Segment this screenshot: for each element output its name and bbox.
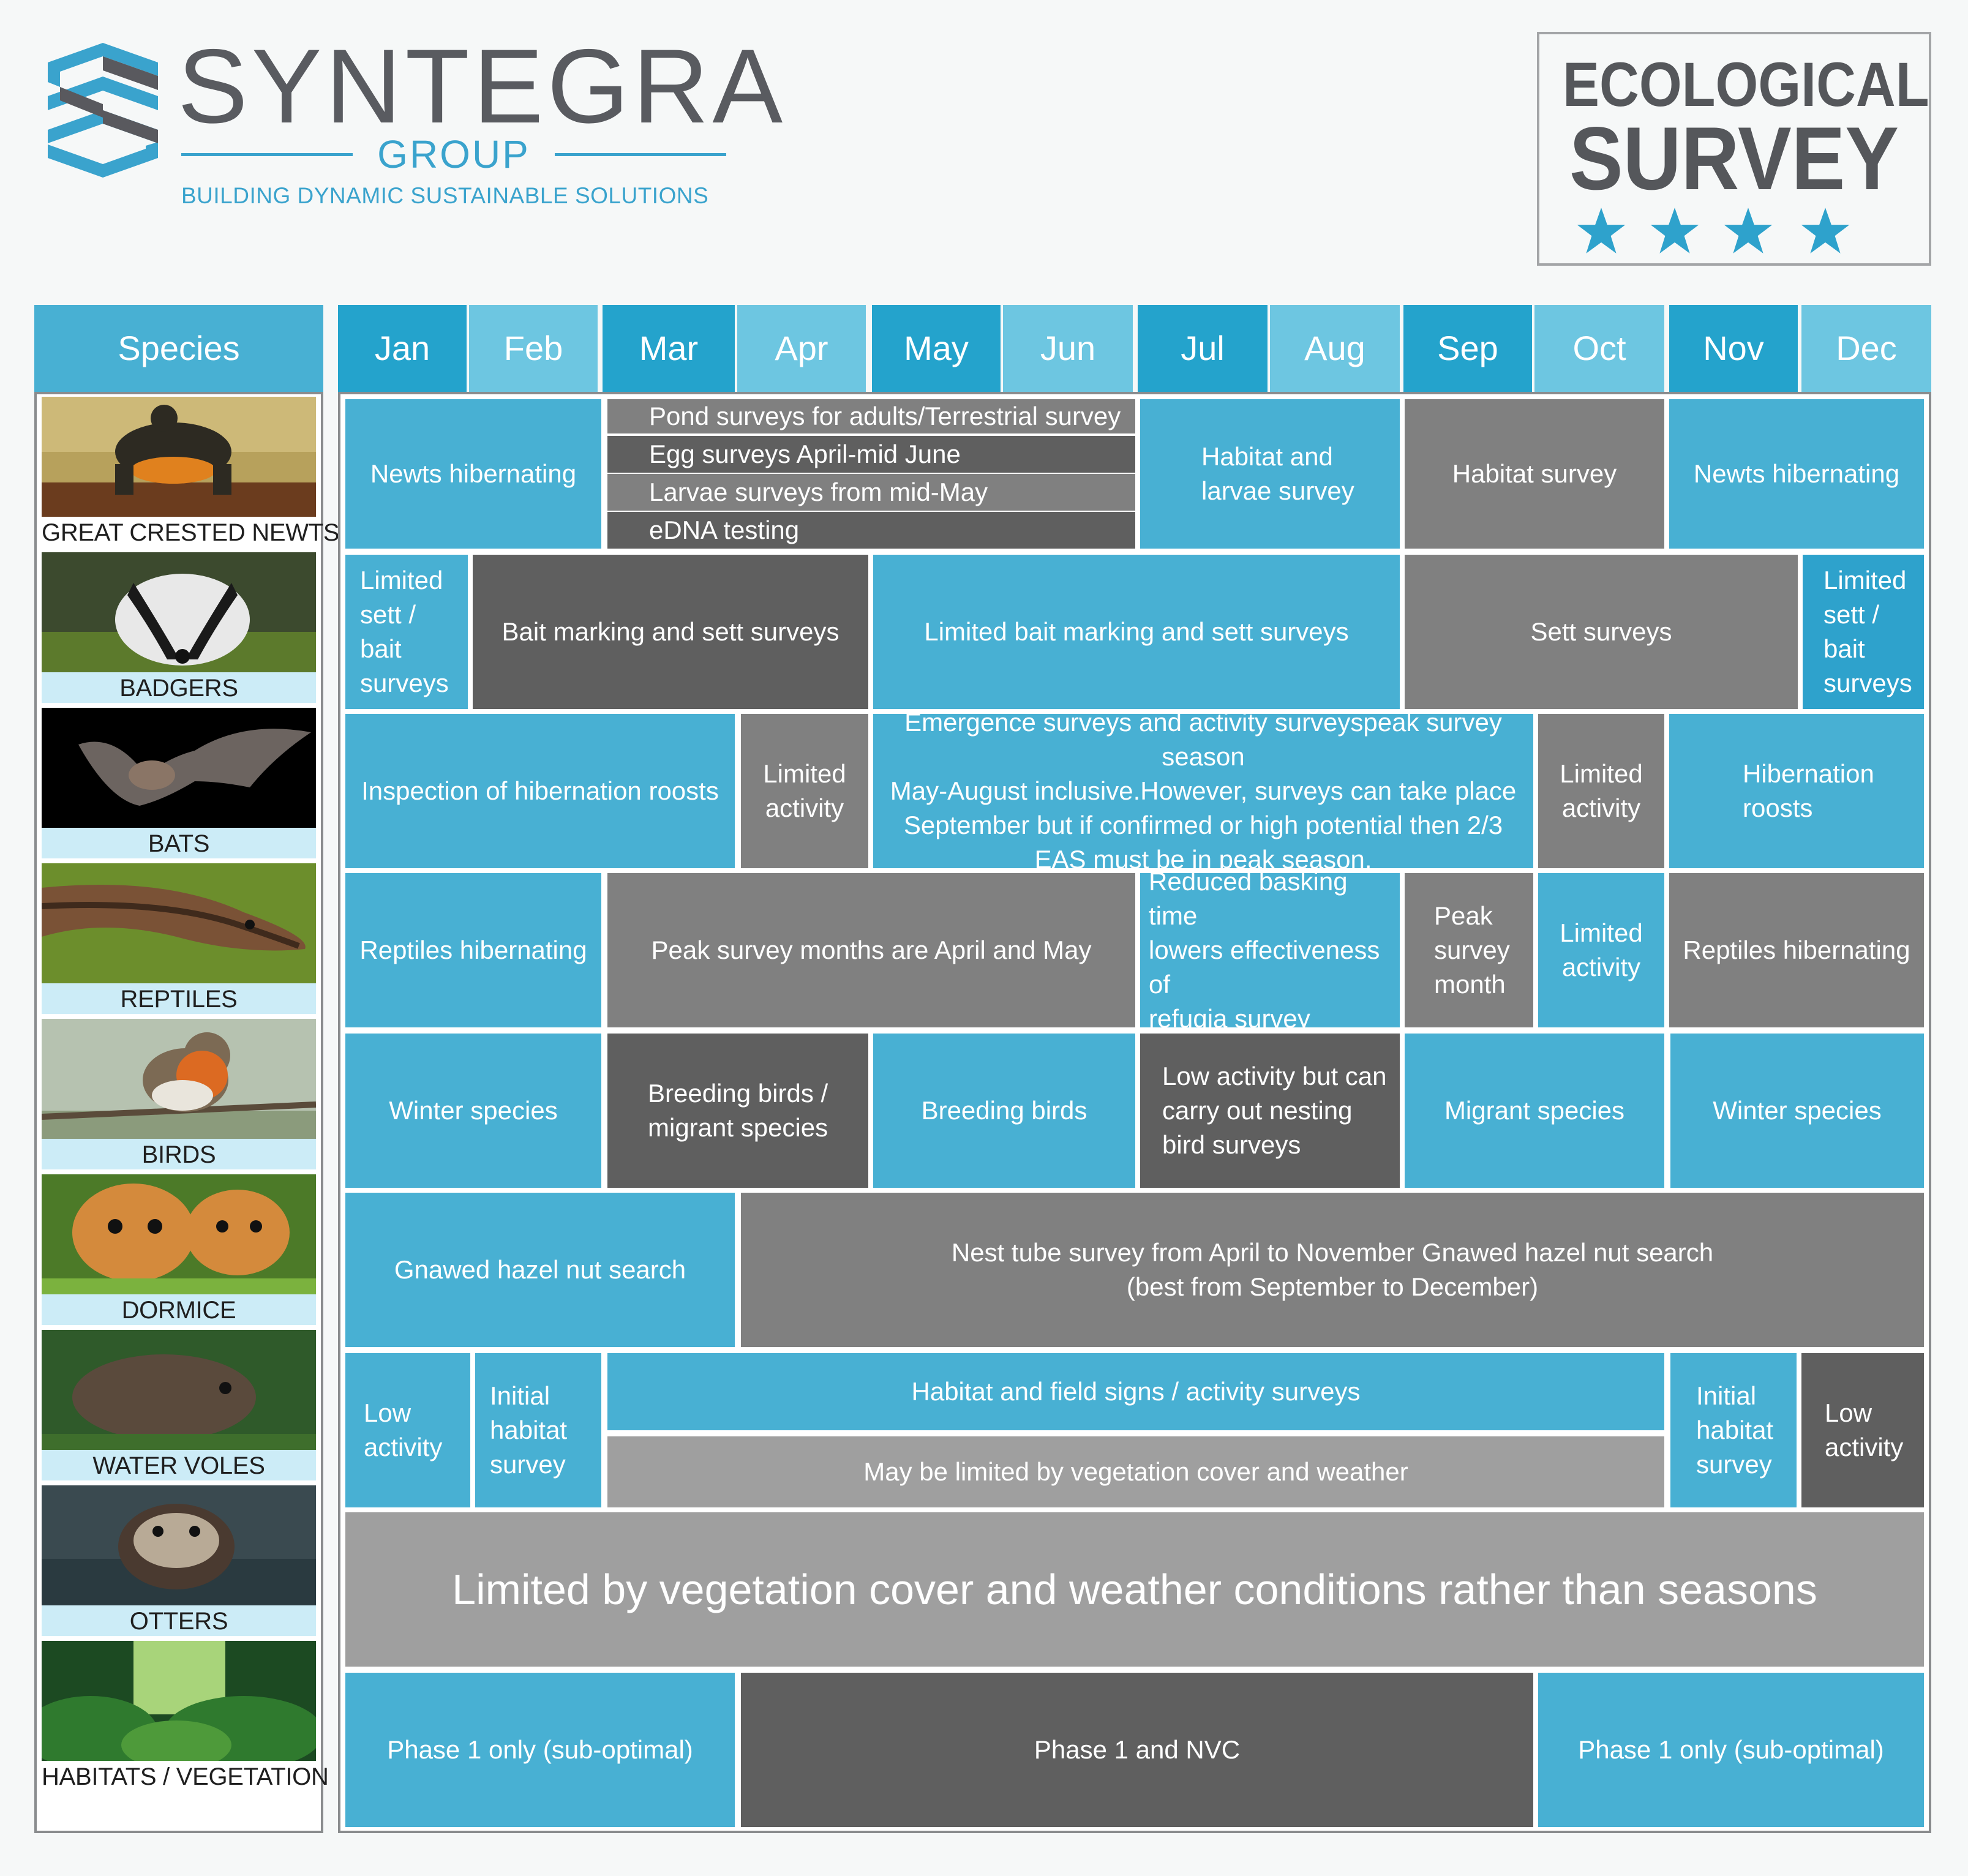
reptiles-reduced-basking: Reduced basking time lowers effectivenes…	[1140, 867, 1400, 1033]
brand-name: SYNTEGRA	[178, 28, 787, 145]
newts-pond-survey-strip: Pond surveys for adults/Terrestrial surv…	[607, 399, 1135, 433]
water-voles-field-signs: Habitat and field signs / activity surve…	[607, 1353, 1664, 1430]
month-label: Jun	[1040, 329, 1096, 367]
species-column-header: Species	[34, 305, 323, 392]
dormouse-photo-icon	[42, 1174, 316, 1294]
species-label: BIRDS	[42, 1139, 316, 1169]
robin-photo-icon	[42, 1019, 316, 1139]
reptiles-limited-activity: Limited activity	[1538, 873, 1664, 1027]
badgers-limited-late: Limited sett / bait surveys	[1803, 555, 1924, 709]
month-label: Jan	[374, 329, 430, 367]
month-apr: Apr	[737, 305, 866, 403]
month-label: Aug	[1304, 329, 1365, 367]
month-label: Feb	[503, 329, 563, 367]
bats-emergence-surveys: Emergence surveys and activity surveyspe…	[873, 708, 1533, 874]
species-label: BATS	[42, 828, 316, 858]
month-sep: Sep	[1403, 305, 1532, 403]
newts-egg-survey-strip: Egg surveys April-mid June	[607, 436, 1135, 473]
birds-low-activity: Low activity but can carry out nesting b…	[1140, 1034, 1400, 1188]
water-voles-initial-habitat-early: Initial habitat survey	[475, 1353, 601, 1507]
bats-inspection-roosts: Inspection of hibernation roosts	[345, 714, 735, 868]
bats-limited-activity-early: Limited activity	[741, 714, 868, 868]
newts-hibernating-early: Newts hibernating	[345, 399, 601, 549]
newts-habitat-larvae: Habitat and larvae survey	[1140, 399, 1400, 549]
dormice-gnawed-nut-search: Gnawed hazel nut search	[345, 1193, 735, 1347]
bat-photo-icon	[42, 708, 316, 828]
brand-tagline: BUILDING DYNAMIC SUSTAINABLE SOLUTIONS	[181, 183, 709, 208]
otter-photo-icon	[42, 1485, 316, 1605]
badgers-bait-marking: Bait marking and sett surveys	[473, 555, 868, 709]
brand-group-row: GROUP	[181, 130, 726, 179]
month-label: Dec	[1836, 329, 1897, 367]
newts-hibernating-late: Newts hibernating	[1669, 399, 1924, 549]
month-dec: Dec	[1801, 305, 1931, 403]
bats-hibernation-roosts: Hibernation roosts	[1669, 714, 1924, 868]
reptile-photo-icon	[42, 863, 316, 983]
species-label: OTTERS	[42, 1605, 316, 1636]
water-voles-low-activity-early: Low activity	[345, 1353, 470, 1507]
newts-larvae-survey-strip: Larvae surveys from mid-May	[607, 474, 1135, 511]
star-icon	[1577, 208, 1626, 253]
newt-photo-icon	[42, 397, 316, 517]
newts-habitat-survey: Habitat survey	[1405, 399, 1664, 549]
ecological-survey-badge: ECOLOGICAL SURVEY	[1537, 32, 1931, 266]
month-aug: Aug	[1270, 305, 1400, 403]
month-may: May	[872, 305, 1001, 403]
forest-photo-icon	[42, 1641, 316, 1761]
month-feb: Feb	[469, 305, 598, 403]
badge-title-line1: ECOLOGICAL	[1563, 50, 1929, 119]
water-vole-photo-icon	[42, 1330, 316, 1450]
birds-breeding-migrant: Breeding birds / migrant species	[607, 1034, 868, 1188]
month-label: Jul	[1181, 329, 1225, 367]
month-label: Mar	[639, 329, 699, 367]
month-nov: Nov	[1669, 305, 1798, 403]
reptiles-hibernating-early: Reptiles hibernating	[345, 873, 601, 1027]
water-voles-low-activity-late: Low activity	[1801, 1353, 1924, 1507]
species-label: BADGERS	[42, 672, 316, 703]
species-label: REPTILES	[42, 983, 316, 1014]
month-jun: Jun	[1003, 305, 1133, 403]
syntegra-logo-icon	[36, 38, 170, 179]
species-list: GREAT CRESTED NEWTS BADGERS BATS REPTILE…	[34, 392, 340, 1833]
water-voles-initial-habitat-late: Initial habitat survey	[1670, 1353, 1797, 1507]
species-label: DORMICE	[42, 1294, 316, 1325]
reptiles-hibernating-late: Reptiles hibernating	[1669, 873, 1924, 1027]
birds-winter-species-early: Winter species	[345, 1034, 601, 1188]
species-label: WATER VOLES	[42, 1450, 316, 1480]
habitats-phase1-late: Phase 1 only (sub-optimal)	[1538, 1673, 1924, 1827]
dormice-nest-tube-survey: Nest tube survey from April to November …	[741, 1193, 1924, 1347]
star-icon	[1650, 208, 1699, 253]
badger-photo-icon	[42, 552, 316, 672]
brand-group: GROUP	[377, 132, 530, 176]
reptiles-peak-survey-month: Peak survey month	[1405, 873, 1533, 1027]
birds-winter-species-late: Winter species	[1670, 1034, 1924, 1188]
month-label: May	[904, 329, 969, 367]
badgers-sett-surveys: Sett surveys	[1405, 555, 1798, 709]
newts-edna-strip: eDNA testing	[607, 512, 1135, 549]
birds-breeding: Breeding birds	[873, 1034, 1135, 1188]
water-voles-limited-vegetation: May be limited by vegetation cover and w…	[607, 1436, 1664, 1507]
month-label: Apr	[775, 329, 828, 367]
birds-migrant-species: Migrant species	[1405, 1034, 1664, 1188]
month-oct: Oct	[1534, 305, 1664, 403]
bats-limited-activity-late: Limited activity	[1538, 714, 1664, 868]
star-icon	[1801, 208, 1850, 253]
species-label: HABITATS / VEGETATION	[42, 1761, 329, 1792]
species-label: GREAT CRESTED NEWTS	[42, 517, 340, 547]
reptiles-peak-months: Peak survey months are April and May	[607, 873, 1135, 1027]
otters-vegetation-note: Limited by vegetation cover and weather …	[345, 1512, 1924, 1667]
month-mar: Mar	[603, 305, 735, 403]
badgers-limited-bait: Limited bait marking and sett surveys	[873, 555, 1400, 709]
month-label: Oct	[1572, 329, 1626, 367]
month-jul: Jul	[1138, 305, 1268, 403]
badgers-limited-early: Limited sett / bait surveys	[345, 555, 468, 709]
star-icon	[1724, 208, 1773, 253]
badge-stars	[1576, 206, 1895, 261]
habitats-phase1-nvc: Phase 1 and NVC	[741, 1673, 1533, 1827]
month-label: Nov	[1703, 329, 1764, 367]
month-label: Sep	[1437, 329, 1498, 367]
month-jan: Jan	[338, 305, 467, 403]
badge-title-line2: SURVEY	[1569, 108, 1899, 208]
habitats-phase1-early: Phase 1 only (sub-optimal)	[345, 1673, 735, 1827]
